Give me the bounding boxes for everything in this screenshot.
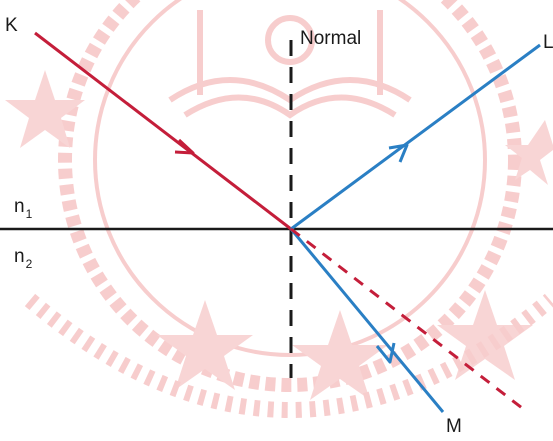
seal-star-left (5, 70, 85, 148)
seal-star-bottom-right (437, 290, 533, 380)
incident-ray (34, 31, 292, 231)
medium2-subscript: 2 (26, 257, 33, 271)
reflected-ray (290, 43, 541, 231)
medium2-label: n2 (14, 246, 33, 271)
reflected-arrow (388, 143, 409, 163)
point-label-m: M (446, 416, 462, 437)
normal-label: Normal (300, 28, 361, 49)
seal-star-bottom-left (157, 300, 253, 390)
refracted-ray (289, 228, 445, 413)
seal-book-emblem (168, 10, 412, 119)
seal-star-right (505, 120, 553, 185)
point-label-l: L (543, 32, 553, 53)
medium1-symbol: n (14, 196, 25, 217)
seal-star-bottom-center (292, 310, 388, 400)
refracted-arrow (375, 342, 396, 364)
incident-arrow (174, 138, 195, 155)
medium2-symbol: n (14, 246, 25, 267)
seal-inner-ring (93, 0, 487, 357)
medium1-subscript: 1 (26, 207, 33, 221)
medium1-label: n1 (14, 196, 33, 221)
seal-outer-ring (58, 0, 522, 392)
seal-crescent (265, 15, 315, 65)
watermark-seal (5, 0, 553, 418)
point-label-k: K (5, 15, 18, 36)
incident-extension-line (290, 227, 523, 410)
